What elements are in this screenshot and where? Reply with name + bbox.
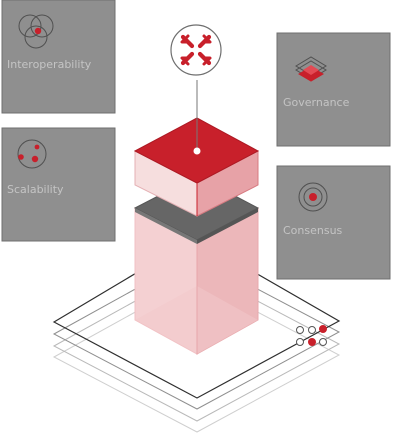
node-empty <box>296 338 304 346</box>
card-background <box>1 127 116 242</box>
card-background <box>276 165 391 280</box>
node-filled <box>319 325 327 333</box>
gray-slab-right-edge <box>197 208 258 244</box>
concentric-circles-icon <box>298 182 328 212</box>
node-filled <box>308 338 316 346</box>
gray-slab-left-edge <box>135 208 197 244</box>
governance-card: Governance <box>276 32 391 147</box>
node-cluster <box>296 325 327 346</box>
interoperability-card: Interoperability <box>1 0 116 114</box>
logo-circle <box>170 24 222 76</box>
orbit-dots-icon <box>17 139 47 169</box>
node-empty <box>308 326 316 334</box>
logo-connector <box>193 80 201 155</box>
translucent-column <box>134 207 259 355</box>
overlapping-circles-icon <box>18 14 54 49</box>
x-logo-icon <box>180 34 212 66</box>
consensus-card: Consensus <box>276 165 391 280</box>
scalability-card: Scalability <box>1 127 116 242</box>
node-empty <box>319 338 327 346</box>
feature-label: Scalability <box>7 183 64 196</box>
card-background <box>276 32 391 147</box>
connector-node <box>193 147 201 155</box>
feature-label: Governance <box>283 96 350 109</box>
feature-label: Consensus <box>283 224 343 237</box>
card-background <box>1 0 116 114</box>
node-empty <box>296 326 304 334</box>
feature-label: Interoperability <box>7 58 92 71</box>
layer-stack-icon <box>295 56 327 82</box>
x-logo-badge <box>170 24 222 76</box>
